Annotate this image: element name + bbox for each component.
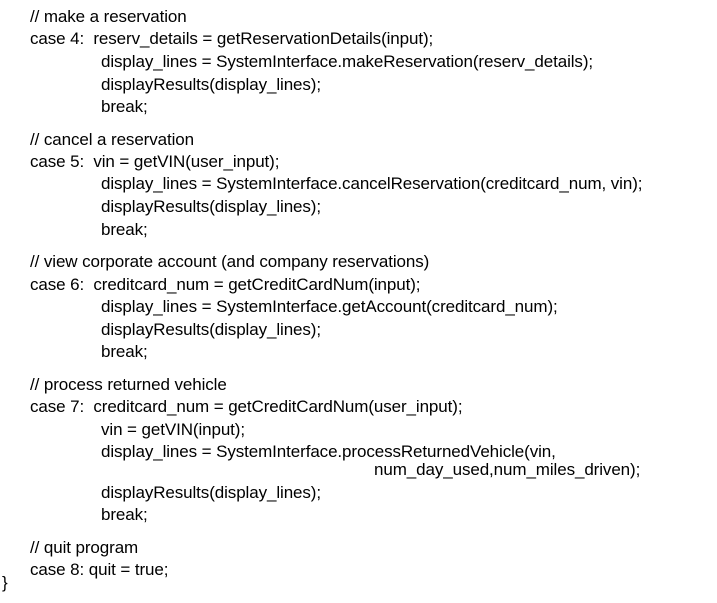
code-line: // cancel a reservation <box>30 130 195 149</box>
code-line: // quit program <box>30 538 139 557</box>
code-line: num_day_used,num_miles_driven); <box>374 460 641 479</box>
code-line: // process returned vehicle <box>30 375 227 394</box>
code-line: display_lines = SystemInterface.processR… <box>101 442 556 461</box>
code-line: displayResults(display_lines); <box>101 483 321 502</box>
code-line: case 4: reserv_details = getReservationD… <box>30 29 434 48</box>
code-line: break; <box>101 505 148 524</box>
code-line: display_lines = SystemInterface.makeRese… <box>101 52 594 71</box>
code-line: // make a reservation <box>30 7 187 26</box>
code-line: case 6: creditcard_num = getCreditCardNu… <box>30 275 421 294</box>
code-line: case 8: quit = true; <box>30 560 169 579</box>
code-line: display_lines = SystemInterface.cancelRe… <box>101 174 643 193</box>
code-line: break; <box>101 342 148 361</box>
code-line: // view corporate account (and company r… <box>30 252 430 271</box>
code-line: case 7: creditcard_num = getCreditCardNu… <box>30 397 463 416</box>
code-line: displayResults(display_lines); <box>101 197 321 216</box>
code-line: vin = getVIN(input); <box>101 420 245 439</box>
code-line: } <box>2 573 8 592</box>
code-line: displayResults(display_lines); <box>101 75 321 94</box>
code-line: break; <box>101 97 148 116</box>
code-line: display_lines = SystemInterface.getAccou… <box>101 297 558 316</box>
code-line: break; <box>101 220 148 239</box>
code-line: case 5: vin = getVIN(user_input); <box>30 152 280 171</box>
code-line: displayResults(display_lines); <box>101 320 321 339</box>
